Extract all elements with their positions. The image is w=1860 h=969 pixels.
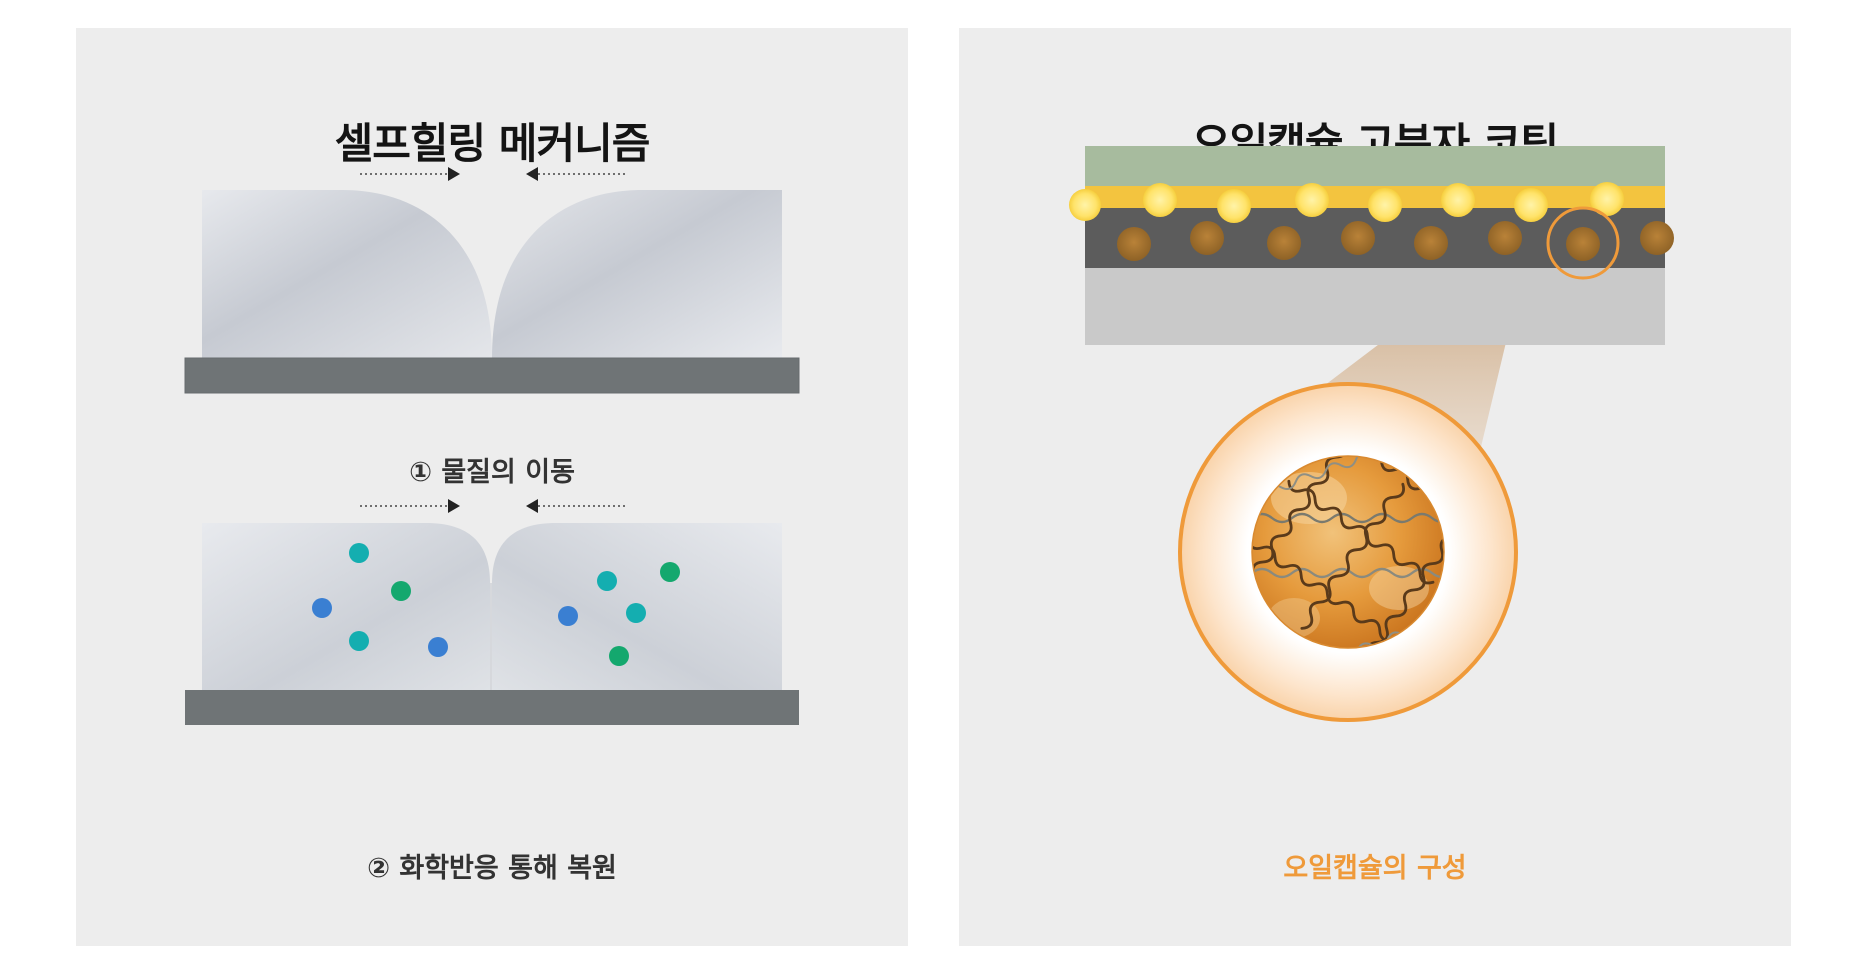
- magnifier-ring: [1178, 382, 1518, 722]
- self-healing-diagram: [184, 167, 800, 725]
- oil-capsule: [1217, 189, 1251, 223]
- coating-right-block-1: [492, 190, 782, 358]
- oil-capsule: [1069, 189, 1101, 221]
- move-right-arrow-2: [360, 499, 460, 513]
- oil-capsule: [1368, 188, 1402, 222]
- capsule-composition-caption: 오일캡슐의 구성: [1283, 853, 1467, 884]
- highlight-ring: [1546, 206, 1620, 280]
- particle-green: [609, 646, 629, 666]
- oil-capsule: [1514, 188, 1548, 222]
- particle-teal: [597, 571, 617, 591]
- particle-teal: [626, 603, 646, 623]
- oil-capsule-panel: 오일캡슐 고분자 코팅: [959, 28, 1791, 946]
- particle-teal: [349, 631, 369, 651]
- particle-blue: [558, 606, 578, 626]
- coating-left-block-1: [202, 190, 492, 358]
- particle-blue: [312, 598, 332, 618]
- move-right-arrow-1: [360, 167, 460, 181]
- particle-green: [660, 562, 680, 582]
- step2-caption: ② 화학반응 통해 복원: [367, 853, 617, 884]
- particle-green: [391, 581, 411, 601]
- step1-caption: ① 물질의 이동: [409, 457, 575, 488]
- self-healing-panel: 셀프힐링 메커니즘: [76, 28, 908, 946]
- oil-capsule: [1640, 221, 1674, 255]
- self-healing-title: 셀프힐링 메커니즘: [334, 119, 651, 168]
- oil-capsule: [1488, 221, 1522, 255]
- particle-blue: [428, 637, 448, 657]
- oil-capsule: [1441, 183, 1475, 217]
- oil-capsule: [1414, 226, 1448, 260]
- substrate-2: [185, 690, 799, 725]
- oil-capsule: [1566, 227, 1600, 261]
- oil-capsule: [1190, 221, 1224, 255]
- oil-capsule: [1341, 221, 1375, 255]
- move-left-arrow-2: [526, 499, 626, 513]
- oil-capsule: [1590, 182, 1624, 216]
- coating-top-layer: [1085, 146, 1665, 186]
- oil-capsule-diagram: [959, 146, 1674, 722]
- particle-teal: [349, 543, 369, 563]
- base-layer: [1085, 268, 1665, 345]
- oil-capsule: [1295, 183, 1329, 217]
- coating-left-block-2: [202, 523, 490, 690]
- oil-capsule: [1143, 183, 1177, 217]
- oil-capsule: [1267, 226, 1301, 260]
- substrate-1: [185, 358, 799, 393]
- move-left-arrow-1: [526, 167, 626, 181]
- oil-capsule: [1117, 227, 1151, 261]
